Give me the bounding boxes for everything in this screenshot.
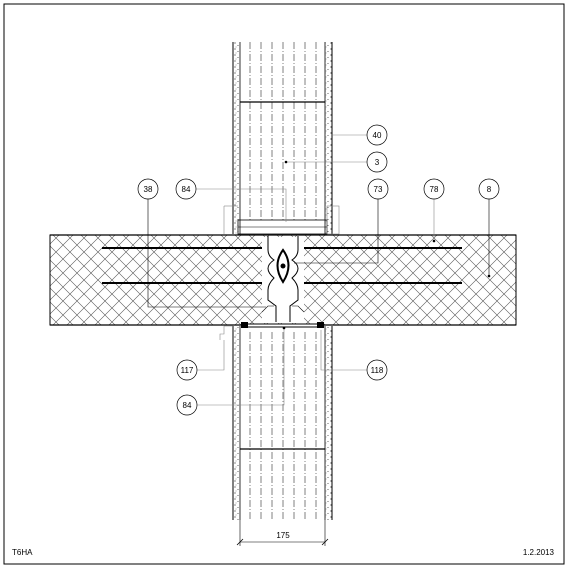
leader-lines bbox=[147, 134, 490, 406]
callout-38-label: 38 bbox=[144, 185, 153, 194]
callout-3-label: 3 bbox=[375, 158, 380, 167]
callout-117-label: 117 bbox=[181, 366, 194, 375]
bearing-pad-left bbox=[241, 322, 248, 328]
callout-38: 38 bbox=[137, 178, 159, 200]
callout-84-top-label: 84 bbox=[182, 185, 191, 194]
dimension-value: 175 bbox=[276, 531, 290, 540]
callout-40: 40 bbox=[366, 124, 388, 146]
callout-8-label: 8 bbox=[487, 185, 492, 194]
joint-key-profile bbox=[276, 248, 290, 284]
callout-118: 118 bbox=[366, 359, 388, 381]
bearing-strip bbox=[243, 323, 323, 328]
lower-wall-panel bbox=[219, 322, 333, 520]
callout-118-label: 118 bbox=[371, 366, 384, 375]
callout-3: 3 bbox=[366, 151, 388, 173]
callout-8: 8 bbox=[478, 178, 500, 200]
floor-slab bbox=[49, 234, 517, 326]
drawing-id: T6HA bbox=[12, 548, 33, 557]
upper-wall-panel bbox=[223, 42, 340, 235]
width-dimension: 175 bbox=[236, 520, 329, 546]
joint-dowel bbox=[280, 263, 286, 269]
callout-78: 78 bbox=[423, 178, 445, 200]
callout-117: 117 bbox=[176, 359, 198, 381]
callout-73: 73 bbox=[367, 178, 389, 200]
drawing-date: 1.2.2013 bbox=[523, 548, 555, 557]
callout-84-top: 84 bbox=[175, 178, 197, 200]
callout-73-label: 73 bbox=[374, 185, 383, 194]
bearing-pad-right bbox=[317, 322, 324, 328]
callout-84-bottom-label: 84 bbox=[183, 401, 192, 410]
callout-40-label: 40 bbox=[373, 131, 382, 140]
callout-78-label: 78 bbox=[430, 185, 439, 194]
callout-84-bottom: 84 bbox=[176, 394, 198, 416]
